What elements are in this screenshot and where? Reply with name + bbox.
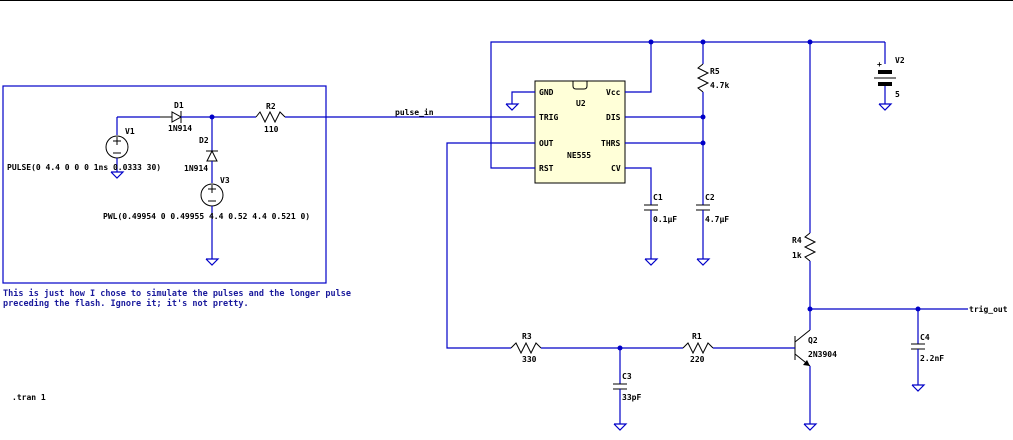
u2-gnd-wire[interactable] bbox=[505, 91, 535, 111]
ic-u2-ne555[interactable]: U2 NE555 GND TRIG OUT RST Vcc DIS THRS C… bbox=[534, 80, 626, 184]
spice-directive[interactable]: .tran 1 bbox=[12, 393, 46, 402]
capacitor-c4[interactable]: C4 2.2nF bbox=[911, 309, 944, 392]
c4-value: 2.2nF bbox=[920, 354, 944, 363]
stimulus-region-box[interactable] bbox=[2, 85, 327, 284]
u2-pin-vcc: Vcc bbox=[606, 88, 621, 97]
v3-ref: V3 bbox=[220, 176, 230, 185]
q2-ref: Q2 bbox=[808, 336, 818, 345]
r5-value: 4.7k bbox=[710, 81, 729, 90]
u2-value: NE555 bbox=[567, 151, 591, 160]
c3-ref: C3 bbox=[622, 372, 632, 381]
r3-ref: R3 bbox=[522, 332, 532, 341]
junction-dis bbox=[700, 114, 706, 120]
u2-pin-thrs: THRS bbox=[601, 139, 620, 148]
d2-value: 1N914 bbox=[184, 164, 208, 173]
resistor-r1[interactable]: R1 220 bbox=[682, 332, 776, 364]
d1-value: 1N914 bbox=[168, 124, 192, 133]
u2-pin-rst: RST bbox=[539, 164, 554, 173]
comment-line-2: preceding the flash. Ignore it; it's not… bbox=[3, 298, 249, 309]
v3-value: PWL(0.49954 0 0.49955 4.4 0.52 4.4 0.521… bbox=[103, 212, 310, 221]
u2-pin-out: OUT bbox=[539, 139, 554, 148]
resistor-r4[interactable]: R4 1k bbox=[792, 42, 817, 309]
v2-value: 5 bbox=[895, 90, 900, 99]
c3-value: 33pF bbox=[622, 393, 641, 402]
diode-d1[interactable]: D1 1N914 bbox=[160, 101, 212, 133]
d1-ref: D1 bbox=[174, 101, 184, 110]
u2-ref: U2 bbox=[576, 99, 586, 108]
source-v1[interactable]: V1 PULSE(0 4.4 0 0 0 1ns 0.0333 30) bbox=[7, 116, 161, 172]
r2-ref: R2 bbox=[266, 102, 276, 111]
u2-pin-dis: DIS bbox=[606, 113, 621, 122]
capacitor-c2[interactable]: C2 4.7µF bbox=[696, 143, 729, 266]
u2-rst-wire[interactable] bbox=[490, 41, 651, 169]
c2-value: 4.7µF bbox=[705, 215, 729, 224]
r5-ref: R5 bbox=[710, 67, 720, 76]
r1-value: 220 bbox=[690, 355, 705, 364]
ground-v1 bbox=[110, 171, 125, 179]
r1-ref: R1 bbox=[692, 332, 702, 341]
transistor-q2[interactable]: Q2 2N3904 bbox=[776, 309, 837, 431]
resistor-r3[interactable]: R3 330 bbox=[510, 332, 683, 364]
u2-out-wire[interactable] bbox=[446, 142, 535, 349]
u2-vcc-wire[interactable] bbox=[625, 42, 652, 93]
u2-pin-gnd: GND bbox=[539, 88, 554, 97]
diode-d2[interactable]: D2 1N914 bbox=[184, 117, 218, 183]
u2-pin-cv: CV bbox=[611, 164, 621, 173]
q2-value: 2N3904 bbox=[808, 350, 837, 359]
source-v2[interactable]: + V2 5 bbox=[874, 42, 905, 111]
r4-value: 1k bbox=[792, 251, 802, 260]
net-label-trig-out: trig_out bbox=[969, 304, 1008, 314]
c1-ref: C1 bbox=[653, 193, 663, 202]
capacitor-c3[interactable]: C3 33pF bbox=[613, 348, 641, 431]
ground-v3 bbox=[205, 258, 220, 266]
r4-ref: R4 bbox=[792, 236, 802, 245]
comment-line-1: This is just how I chose to simulate the… bbox=[3, 288, 351, 299]
r3-value: 330 bbox=[522, 355, 537, 364]
c1-value: 0.1µF bbox=[653, 215, 677, 224]
source-v3[interactable]: V3 PWL(0.49954 0 0.49955 4.4 0.52 4.4 0.… bbox=[103, 176, 310, 259]
c2-ref: C2 bbox=[705, 193, 715, 202]
r2-value: 110 bbox=[264, 125, 279, 134]
c4-ref: C4 bbox=[920, 333, 930, 342]
resistor-r5[interactable]: R5 4.7k bbox=[696, 42, 729, 143]
resistor-r2[interactable]: R2 110 bbox=[212, 102, 515, 134]
capacitor-c1[interactable]: C1 0.1µF bbox=[625, 167, 677, 266]
u2-pin-trig: TRIG bbox=[539, 113, 558, 122]
v1-ref: V1 bbox=[125, 127, 135, 136]
v2-plus-sign: + bbox=[877, 60, 882, 69]
d2-ref: D2 bbox=[199, 136, 209, 145]
v1-value: PULSE(0 4.4 0 0 0 1ns 0.0333 30) bbox=[7, 163, 161, 172]
net-label-pulse-in: pulse_in bbox=[395, 107, 434, 117]
v2-ref: V2 bbox=[895, 56, 905, 65]
